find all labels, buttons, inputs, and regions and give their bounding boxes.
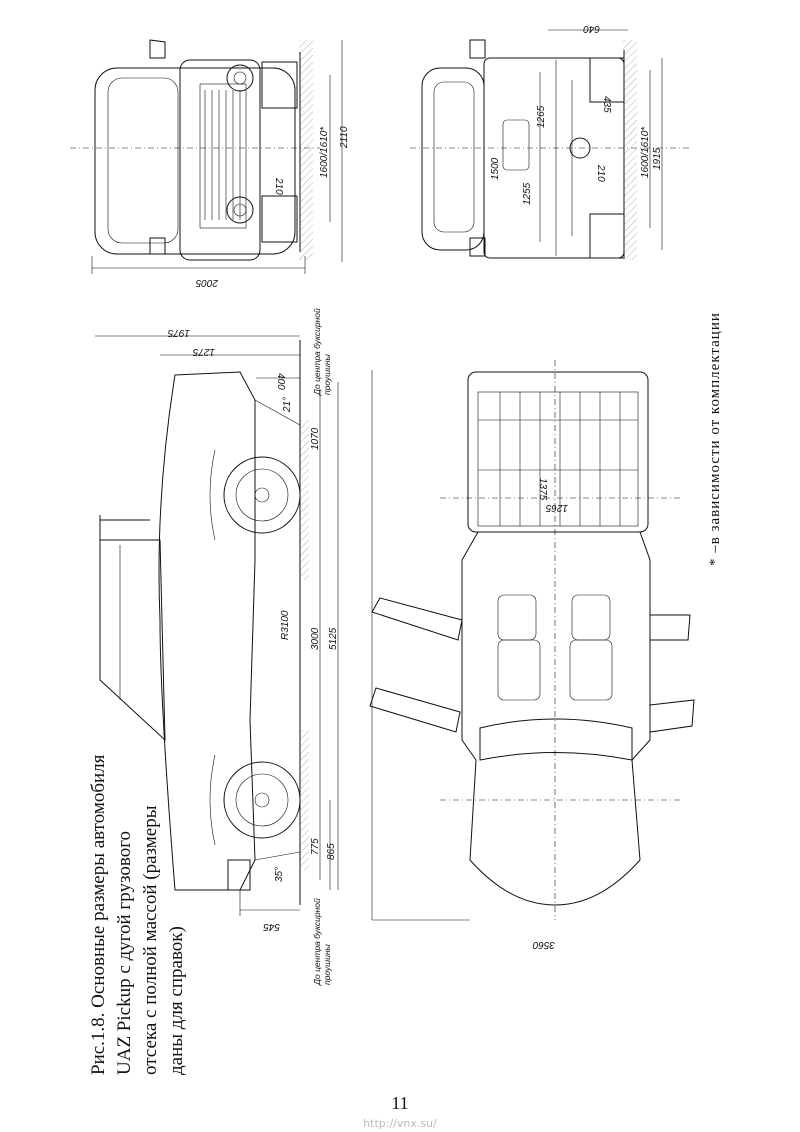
dim-side-775: 775 [310, 838, 321, 855]
dim-side-545: 545 [263, 921, 280, 932]
dim-side-1275: 1275 [192, 346, 215, 357]
dim-rear-width: 1915 [652, 147, 663, 170]
dim-front-clearance: 210 [273, 177, 284, 195]
dim-side-angle-rear: 21° [282, 397, 293, 413]
dim-side-1070: 1070 [310, 427, 321, 450]
source-url[interactable]: http://vnx.su/ [363, 1117, 437, 1130]
dim-rear-435: 435 [601, 96, 612, 113]
dim-rear-1500: 1500 [490, 157, 501, 180]
dim-side-865: 865 [326, 843, 337, 860]
dim-side-1975: 1975 [167, 327, 190, 338]
caption-line-1: Рис.1.8. Основные размеры автомобиля [88, 754, 109, 1075]
dim-rear-640: 640 [583, 23, 600, 34]
dim-top-1265: 1265 [545, 502, 568, 513]
side-view-drawing [95, 335, 339, 916]
dim-front-height: 2110 [339, 126, 350, 149]
dim-rear-clearance: 210 [595, 164, 606, 182]
tow-note-bottom: До центра буксирной проушины [312, 898, 332, 985]
dim-top-1375: 1375 [537, 478, 548, 501]
caption-line-4: даны для справок) [166, 926, 187, 1075]
dim-rear-1255: 1255 [522, 182, 533, 205]
dim-front-track: 1600/1610* [319, 126, 330, 178]
page-number: 11 [391, 1093, 409, 1113]
dim-side-radius: R3100 [280, 610, 291, 640]
front-view-drawing [70, 39, 343, 274]
dim-rear-track: 1600/1610* [640, 126, 651, 178]
rear-view-drawing [410, 29, 690, 260]
dim-rear-1265: 1265 [536, 105, 547, 128]
top-view-drawing [369, 360, 695, 921]
caption-line-3: отсека с полной массой (размеры [140, 805, 161, 1075]
dim-side-angle-front: 35° [274, 867, 285, 882]
dim-side-length: 5125 [328, 627, 339, 650]
dim-side-400: 400 [275, 373, 286, 390]
dim-front-width-total: 2005 [195, 277, 219, 288]
figure-caption: Рис.1.8. Основные размеры автомобиля UAZ… [86, 755, 190, 1075]
dim-top-3560: 3560 [532, 939, 555, 950]
footnote: * –в зависимости от комплектации [707, 312, 723, 566]
caption-line-2: UAZ Pickup с дугой грузового [114, 830, 135, 1075]
dim-side-wheelbase: 3000 [310, 627, 321, 650]
tow-note-top: До центра буксирной проушины [312, 308, 332, 395]
